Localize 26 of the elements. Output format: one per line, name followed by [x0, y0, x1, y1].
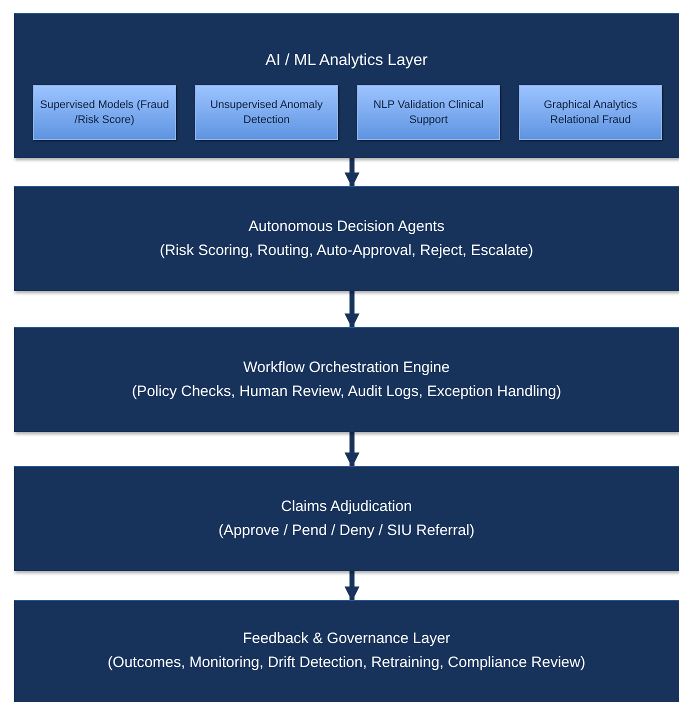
layer-description: (Outcomes, Monitoring, Drift Detection, Retraining, Compliance Review)	[106, 654, 586, 672]
model-label: Graphical Analytics Relational Fraud	[542, 98, 638, 128]
model-label: NLP Validation Clinical Support	[372, 98, 485, 128]
model-box	[195, 85, 338, 140]
arrow	[344, 158, 360, 188]
model-box	[357, 85, 500, 140]
layer-box	[14, 466, 679, 571]
model-label: Unsupervised Anomaly Detection	[209, 98, 324, 128]
layer-title: AI / ML Analytics Layer	[264, 52, 429, 70]
layer-box	[14, 600, 679, 702]
model-box	[519, 85, 662, 140]
arrow	[344, 291, 360, 328]
layer-title: Feedback & Governance Layer	[242, 630, 452, 648]
arrow	[344, 432, 360, 468]
layer-box	[14, 327, 679, 432]
layer-title: Autonomous Decision Agents	[248, 218, 446, 236]
layer-description: (Risk Scoring, Routing, Auto-Approval, Reject, Escalate)	[158, 242, 534, 260]
layer-box	[14, 13, 679, 158]
layer-description: (Approve / Pend / Deny / SIU Referral)	[218, 522, 476, 540]
layer-description: (Policy Checks, Human Review, Audit Logs, Exception Handling)	[130, 382, 562, 400]
layer-title: Workflow Orchestration Engine	[242, 358, 451, 376]
layer-title: Claims Adjudication	[280, 498, 413, 516]
model-label: Supervised Models (Fraud /Risk Score)	[38, 98, 170, 128]
arrow	[344, 571, 360, 602]
layer-box	[14, 186, 679, 291]
model-box	[33, 85, 176, 140]
